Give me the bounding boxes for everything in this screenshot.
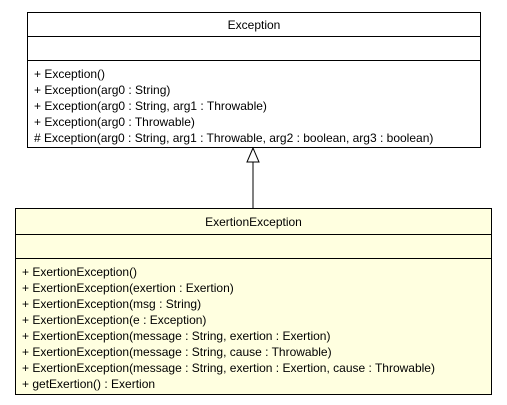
exertion-exception-operation: + ExertionException(exertion : Exertion) xyxy=(22,281,234,295)
exception-operation: # Exception(arg0 : String, arg1 : Throwa… xyxy=(34,131,434,145)
exertion-exception-operation: + getExertion() : Exertion xyxy=(22,377,156,391)
exception-operation: + Exception(arg0 : String) xyxy=(34,83,171,97)
exertion-exception-operation: + ExertionException(message : String, ex… xyxy=(22,329,331,343)
exertion-exception-operation: + ExertionException(message : String, ca… xyxy=(22,345,332,359)
exertion-exception-operations-compartment: + ExertionException() + ExertionExceptio… xyxy=(16,259,491,392)
exception-operations-compartment: + Exception() + Exception(arg0 : String)… xyxy=(28,61,480,146)
exertion-exception-class-name: ExertionException xyxy=(16,209,491,235)
exertion-exception-operation: + ExertionException(message : String, ex… xyxy=(22,361,435,375)
exertion-exception-attributes-compartment xyxy=(16,235,491,259)
exertion-exception-operation: + ExertionException(e : Exception) xyxy=(22,313,207,327)
exertion-exception-operation: + ExertionException(msg : String) xyxy=(22,297,202,311)
exertion-exception-operation: + ExertionException() xyxy=(22,265,138,279)
exception-operation: + Exception(arg0 : String, arg1 : Throwa… xyxy=(34,99,267,113)
exception-operation: + Exception() xyxy=(34,67,106,81)
exception-class-box[interactable]: Exception + Exception() + Exception(arg0… xyxy=(27,12,481,148)
exertion-exception-class-box[interactable]: ExertionException + ExertionException() … xyxy=(15,208,492,395)
exception-operation: + Exception(arg0 : Throwable) xyxy=(34,115,195,129)
generalization-arrowhead-icon xyxy=(246,146,260,163)
exception-attributes-compartment xyxy=(28,37,480,61)
exception-class-name: Exception xyxy=(28,13,480,37)
